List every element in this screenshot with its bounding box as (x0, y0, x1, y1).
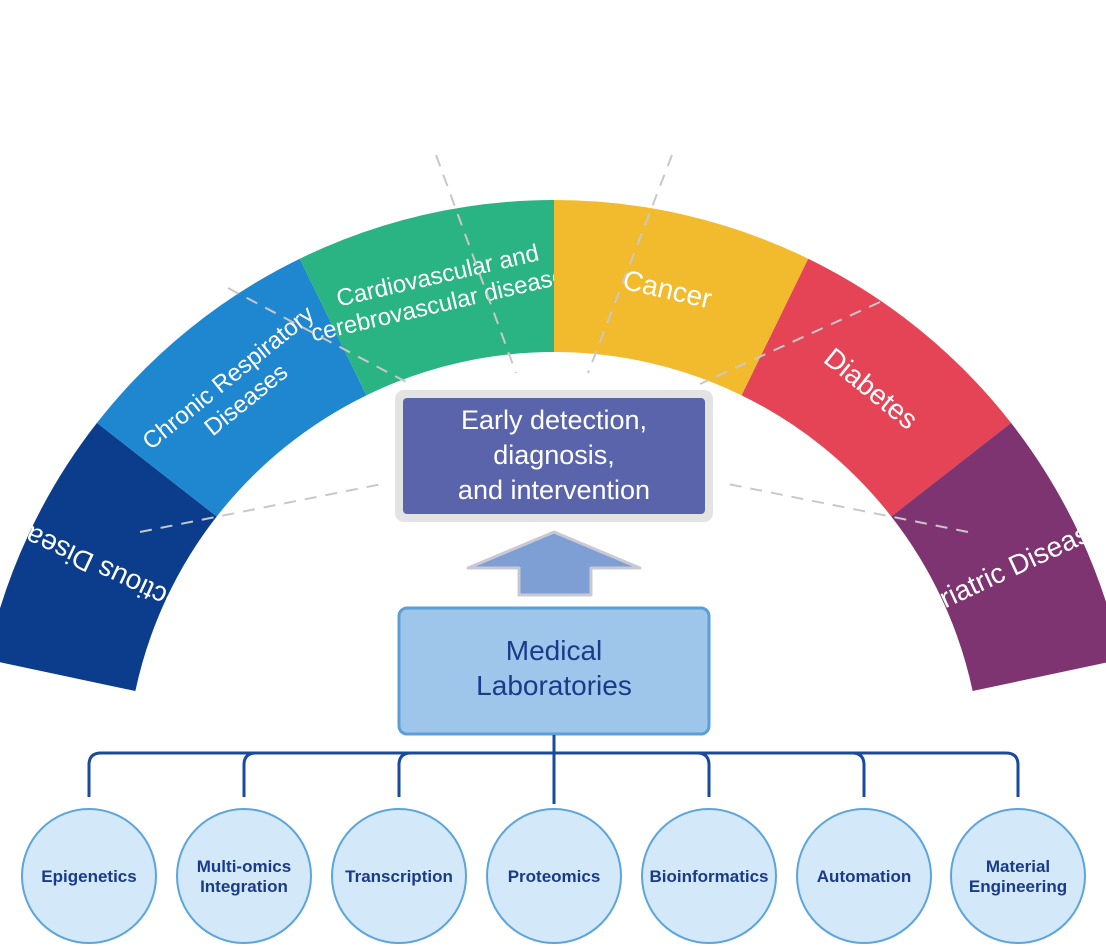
medical-laboratories-line-2: Laboratories (476, 670, 632, 701)
tech-label-automation: Automation (817, 867, 911, 886)
tech-circle-shape (21, 808, 157, 944)
branch-automation (851, 751, 866, 797)
early-detection-line-1: Early detection, (461, 405, 647, 435)
arc-segment-fill (741, 258, 1012, 517)
tech-label-line: Proteomics (508, 867, 601, 886)
tech-label-bioinformatics: Bioinformatics (649, 867, 768, 886)
arc-segment-cardiovascular-diseases: Cardiovascular andcerebrovascular diseas… (299, 200, 580, 396)
arc-segment-cancer: Cancer (554, 200, 809, 396)
branch-multiomics (242, 751, 257, 797)
early-detection-box-fill (403, 398, 705, 514)
tech-label-line: Material (986, 857, 1050, 876)
tech-label-line: Bioinformatics (649, 867, 768, 886)
ray-diabetes (699, 301, 881, 385)
tech-circle-bioinformatics: Bioinformatics (641, 808, 777, 944)
tech-circle-shape (950, 808, 1086, 944)
arc-segment-fill (299, 200, 554, 396)
medical-laboratories-box: Medical Laboratories (397, 606, 711, 736)
tech-label-line: Automation (817, 867, 911, 886)
branch-bar (87, 751, 1020, 797)
tech-circle-shape (331, 808, 467, 944)
up-arrow-icon (466, 530, 642, 597)
arc-segment-geriatric-diseases: Geriatric Diseases (891, 422, 1106, 692)
tech-circle-shape (641, 808, 777, 944)
early-detection-line-3: and intervention (458, 475, 650, 505)
early-detection-box: Early detection, diagnosis, and interven… (395, 390, 713, 522)
ray-respiratory (227, 287, 411, 385)
tech-label-epigenetics: Epigenetics (41, 867, 136, 886)
arc-segment-fill (0, 422, 217, 692)
tech-circle-transcription: Transcription (331, 808, 467, 944)
ray-cardiovascular (435, 154, 517, 374)
connector-tree (87, 735, 1020, 804)
arc-segment-infectious-diseases: Infectious Diseases (0, 422, 217, 692)
early-detection-line-2: diagnosis, (493, 440, 615, 470)
tech-label-line: Engineering (969, 877, 1067, 896)
tech-label-transcription: Transcription (345, 867, 453, 886)
medical-laboratories-box-fill (397, 606, 711, 736)
dashed-connector-rays (139, 154, 969, 533)
tech-label-proteomics: Proteomics (508, 867, 601, 886)
tech-circle-shape (176, 808, 312, 944)
arc-segment-fill (891, 422, 1106, 692)
tech-circle-automation: Automation (796, 808, 932, 944)
tech-circle-shape (796, 808, 932, 944)
tech-circle-epigenetics: Epigenetics (21, 808, 157, 944)
tech-label-line: Epigenetics (41, 867, 136, 886)
tech-label-line: Integration (200, 877, 288, 896)
medical-laboratories-line-1: Medical (506, 635, 602, 666)
branch-transcription (397, 751, 412, 797)
branch-bioinformatics (696, 751, 711, 797)
tech-label-line: Multi-omics (197, 857, 291, 876)
tech-circle-shape (486, 808, 622, 944)
tech-circle-proteomics: Proteomics (486, 808, 622, 944)
arc-segment-fill (96, 258, 367, 517)
arc-segment-diabetes: Diabetes (741, 258, 1012, 517)
arc-segment-fill (554, 200, 809, 396)
tech-label-line: Transcription (345, 867, 453, 886)
ray-cancer (587, 154, 673, 374)
